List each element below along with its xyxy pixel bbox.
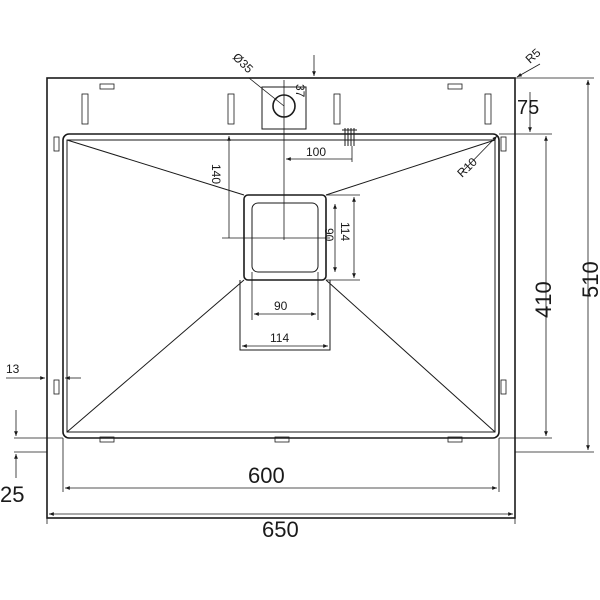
sink-outer-outline	[46, 77, 516, 519]
dim-inner-depth: 410	[531, 281, 556, 318]
slope-line-top-right	[325, 139, 496, 196]
dim-drain-inner-width: 90	[274, 299, 288, 313]
dim-drain-outer-width: 114	[270, 331, 289, 345]
bowl-outline	[62, 133, 500, 439]
dim-tap-hole-offset: 37	[293, 84, 307, 98]
dim-leader-r10	[461, 135, 498, 173]
dim-drain-top-offset: 140	[209, 164, 223, 184]
drain-outer-square	[243, 194, 327, 281]
dim-overall-depth: 510	[578, 261, 600, 298]
dim-tap-hole-distance: 100	[306, 145, 326, 159]
dim-deck-depth: 75	[517, 97, 539, 119]
dim-corner-radius-outer: R5	[523, 45, 544, 66]
tap-hole-leader	[248, 77, 285, 107]
dim-drain-outer-height: 114	[338, 222, 352, 241]
dim-corner-radius-inner: R10	[454, 155, 480, 181]
mounting-clip-slots	[53, 83, 507, 443]
dim-side-flange: 13	[6, 362, 20, 376]
drain-flange-lower	[239, 280, 331, 351]
dim-tap-hole-diameter: Ø35	[230, 50, 256, 76]
slope-line-bottom-left	[66, 279, 245, 433]
dim-leader-r5	[516, 63, 541, 78]
bowl-inner-edge	[66, 139, 496, 433]
dim-drain-inner-height: 90	[322, 228, 336, 242]
dim-bottom-flange: 25	[0, 482, 24, 507]
dim-inner-width: 600	[248, 463, 285, 488]
drain-inner-square	[251, 202, 319, 273]
overflow-icon	[342, 128, 357, 146]
slope-line-top-left	[66, 139, 245, 196]
slope-line-bottom-right	[325, 279, 496, 433]
dim-overall-width: 650	[262, 517, 299, 542]
